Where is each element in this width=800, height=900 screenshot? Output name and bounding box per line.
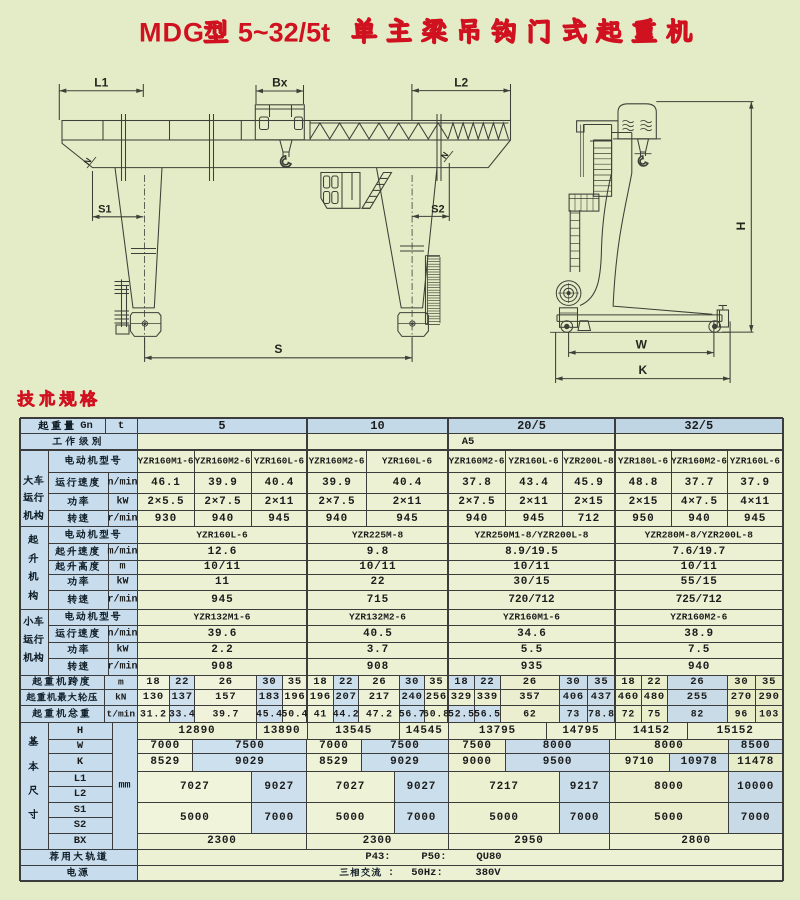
svg-text:Bx: Bx (272, 76, 288, 90)
svg-text:S1: S1 (98, 204, 111, 216)
svg-text:N: N (82, 156, 94, 167)
svg-text:H: H (734, 222, 748, 231)
svg-text:L1: L1 (94, 76, 108, 90)
svg-text:N: N (439, 150, 451, 161)
svg-text:K: K (639, 363, 648, 377)
svg-text:S2: S2 (431, 204, 444, 216)
svg-text:L2: L2 (454, 76, 468, 90)
svg-text:S: S (274, 342, 282, 356)
svg-text:W: W (636, 338, 648, 352)
